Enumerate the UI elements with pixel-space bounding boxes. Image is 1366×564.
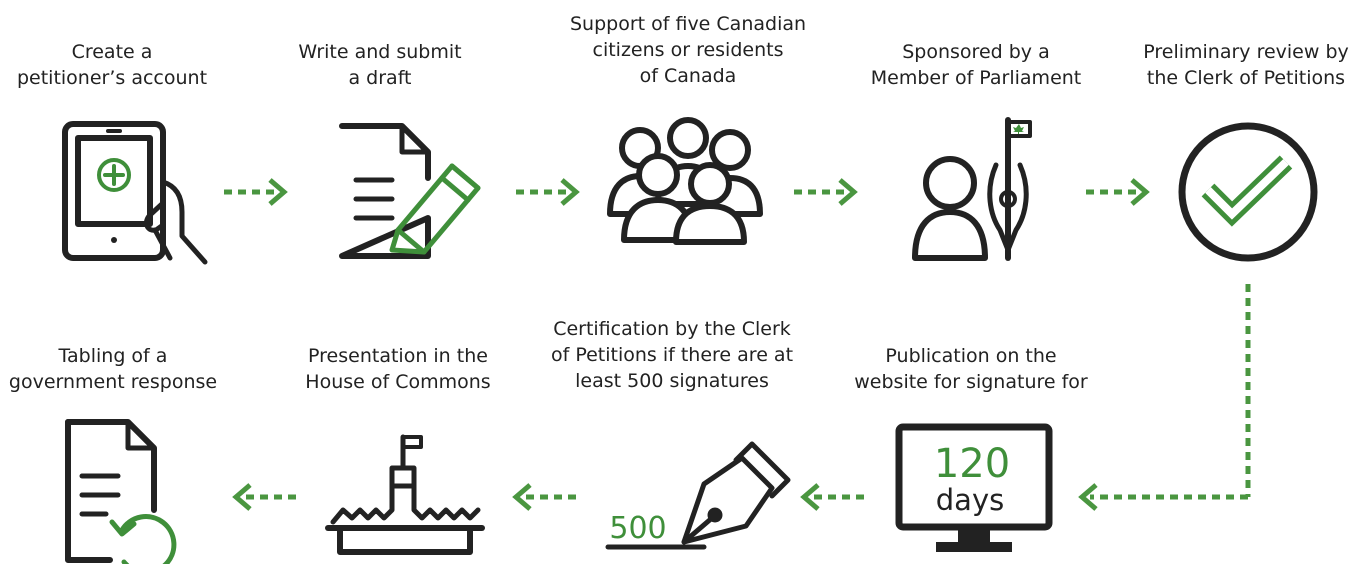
arrow-8-9 [232, 483, 296, 511]
arrow-6-7 [800, 483, 864, 511]
arrow-3-4 [794, 178, 858, 206]
signature-count: 500 [609, 511, 666, 546]
document-refresh-icon [65, 419, 177, 564]
monitor-unit: days [936, 483, 1004, 517]
people-group-icon [607, 117, 763, 245]
checkmark-circle-icon [1178, 122, 1318, 262]
arrow-4-5 [1086, 178, 1150, 206]
arrow-2-3 [516, 178, 580, 206]
monitor-number: 120 [934, 441, 1010, 487]
tablet-add-icon [62, 121, 208, 265]
arrow-5-6 [1078, 284, 1251, 511]
parliament-building-icon [325, 434, 485, 555]
monitor-days-icon: 120 days [895, 423, 1053, 552]
arrow-1-2 [224, 178, 288, 206]
fountain-pen-icon: 500 [605, 441, 791, 550]
document-pencil-icon [339, 123, 481, 259]
member-with-flag-icon [912, 117, 1032, 261]
arrow-7-8 [512, 483, 576, 511]
